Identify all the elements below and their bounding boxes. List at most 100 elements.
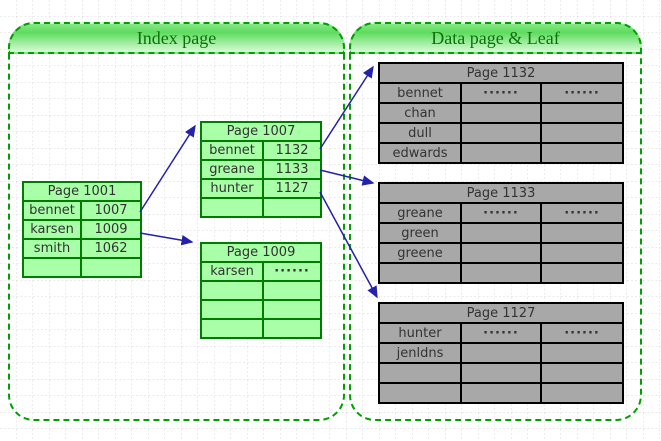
table-cell <box>460 222 542 244</box>
table-title: Page 1133 <box>377 182 625 204</box>
table-cell: bennet <box>22 200 82 221</box>
table-cell: karsen <box>22 219 82 240</box>
table-cell: smith <box>22 238 82 259</box>
table-cell <box>378 382 462 404</box>
table-cell: green <box>378 222 462 244</box>
data-page-header: Data page & Leaf <box>349 22 642 54</box>
table-row: karsen······ <box>200 261 323 282</box>
table-cell: edwards <box>378 142 462 164</box>
table-cell: 1007 <box>79 200 143 221</box>
table-row: hunter············ <box>378 322 625 344</box>
table-cell: ······ <box>460 322 542 344</box>
table-cell: ······ <box>539 202 625 224</box>
data-page-container: Data page & Leaf <box>349 22 642 421</box>
table-cell: 1132 <box>261 140 323 161</box>
table-cell <box>261 197 323 218</box>
table-cell: 1062 <box>79 238 143 259</box>
table-cell <box>378 262 462 284</box>
table-cell: 1127 <box>261 178 323 199</box>
table-row <box>378 362 625 384</box>
table-cell <box>460 102 542 124</box>
table-title: Page 1001 <box>21 181 143 202</box>
table-cell <box>539 142 625 164</box>
index-page-container: Index page <box>8 22 345 421</box>
table-cell <box>460 362 542 384</box>
table-row: chan <box>378 102 625 124</box>
index-page-header: Index page <box>8 22 345 54</box>
table-cell: greane <box>378 202 462 224</box>
table-cell <box>539 122 625 144</box>
table-cell: 1133 <box>261 159 323 180</box>
table-cell <box>200 197 264 218</box>
table-cell <box>539 362 625 384</box>
table-row <box>378 262 625 284</box>
table-cell: jenldns <box>378 342 462 364</box>
table-cell: greene <box>378 242 462 264</box>
table-cell: dull <box>378 122 462 144</box>
table-cell <box>200 280 264 301</box>
table-row: greene <box>378 242 625 264</box>
table-cell <box>460 262 542 284</box>
table-cell <box>200 318 264 339</box>
table-cell: hunter <box>200 178 264 199</box>
table-cell: ······ <box>460 202 542 224</box>
table-cell: karsen <box>200 261 264 282</box>
table-cell <box>539 262 625 284</box>
table-cell <box>79 257 143 278</box>
table-cell <box>460 342 542 364</box>
table-row: jenldns <box>378 342 625 364</box>
table-row <box>378 382 625 404</box>
table-cell: bennet <box>378 82 462 104</box>
table-cell: ······ <box>460 82 542 104</box>
table-cell <box>200 299 264 320</box>
index-page-title: Index page <box>136 27 217 48</box>
table-cell: hunter <box>378 322 462 344</box>
table-cell <box>539 222 625 244</box>
table-title: Page 1132 <box>377 62 625 84</box>
table-cell: greane <box>200 159 264 180</box>
table-cell <box>539 382 625 404</box>
table-cell: bennet <box>200 140 264 161</box>
table-cell <box>460 142 542 164</box>
table-cell <box>261 318 323 339</box>
table-cell: chan <box>378 102 462 124</box>
table-cell <box>460 122 542 144</box>
table-cell <box>460 382 542 404</box>
table-cell: ······ <box>539 322 625 344</box>
table-row <box>22 257 143 278</box>
table-cell <box>261 299 323 320</box>
table-row <box>200 197 323 218</box>
table-row: dull <box>378 122 625 144</box>
table-cell <box>378 362 462 384</box>
table-title: Page 1127 <box>377 302 625 324</box>
data-page-title: Data page & Leaf <box>431 27 560 48</box>
table-cell <box>539 342 625 364</box>
table-cell <box>261 280 323 301</box>
table-title: Page 1009 <box>199 242 323 263</box>
table-cell: 1009 <box>79 219 143 240</box>
table-row: edwards <box>378 142 625 164</box>
table-row <box>200 280 323 301</box>
table-cell <box>460 242 542 264</box>
table-title: Page 1007 <box>199 121 323 142</box>
table-cell: ······ <box>261 261 323 282</box>
table-row: bennet············ <box>378 82 625 104</box>
table-cell <box>539 102 625 124</box>
table-cell <box>539 242 625 264</box>
table-row: green <box>378 222 625 244</box>
table-row: greane············ <box>378 202 625 224</box>
table-row <box>200 318 323 339</box>
